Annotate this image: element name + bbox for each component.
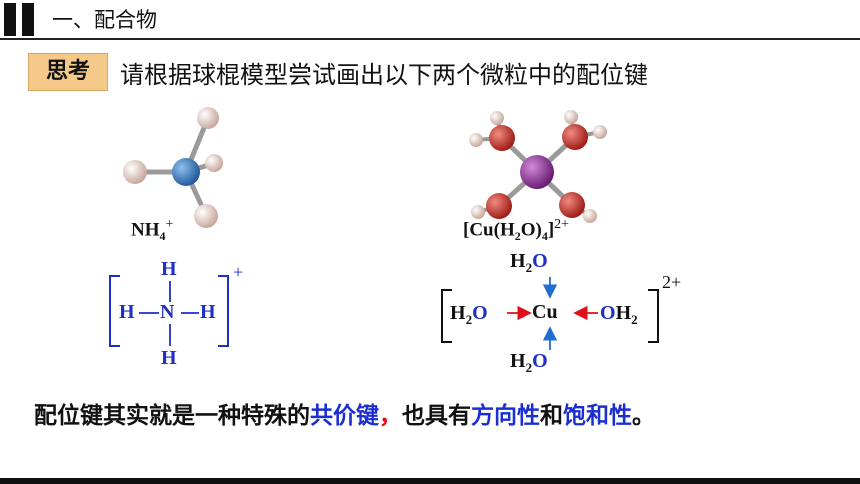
nh4-formula: NH4+ — [131, 217, 174, 244]
cu-ligand-top: H2O — [510, 250, 548, 275]
think-prompt: 请根据球棍模型尝试画出以下两个微粒中的配位键 — [120, 61, 648, 89]
nh4-atom-top: H — [161, 258, 177, 280]
summary-part4: 也具有 — [402, 403, 471, 429]
nh4-atom-center: N — [160, 301, 175, 323]
cu-ligand-right: OH2 — [600, 302, 638, 327]
header-marker-1 — [4, 3, 16, 36]
summary-directionality: 方向性 — [471, 403, 540, 429]
cu-charge: 2+ — [662, 272, 682, 292]
bottom-border — [0, 478, 860, 484]
cu-ball-stick-model — [469, 110, 607, 223]
nh4-atom-bottom: H — [161, 347, 177, 369]
summary-sentence: 配位键其实就是一种特殊的共价键，也具有方向性和饱和性。 — [34, 396, 655, 430]
nh4-ball-stick-model — [123, 107, 223, 228]
header-marker-2 — [22, 3, 34, 36]
summary-saturation: 饱和性 — [563, 403, 632, 429]
nh4-bracket-structure — [109, 275, 229, 347]
think-badge: 思考 — [28, 53, 108, 91]
nh4-atom-left: H — [119, 301, 135, 323]
section-title: 一、配合物 — [52, 8, 157, 32]
summary-comma: ， — [379, 403, 402, 429]
summary-covalent-bond: 共价键 — [310, 403, 379, 429]
nh4-atom-right: H — [200, 301, 216, 323]
header-bar: 一、配合物 — [0, 0, 860, 40]
summary-part1: 配位键其实就是一种特殊的 — [34, 403, 310, 429]
nh4-charge: + — [233, 262, 244, 282]
cu-formula: [Cu(H2O)4]2+ — [463, 217, 570, 244]
cu-bracket-structure — [441, 277, 659, 350]
summary-part6: 和 — [540, 403, 563, 429]
summary-period: 。 — [632, 403, 655, 429]
cu-ligand-bottom: H2O — [510, 350, 548, 375]
cu-ligand-left: H2O — [450, 302, 488, 327]
cu-center-atom: Cu — [532, 301, 558, 323]
